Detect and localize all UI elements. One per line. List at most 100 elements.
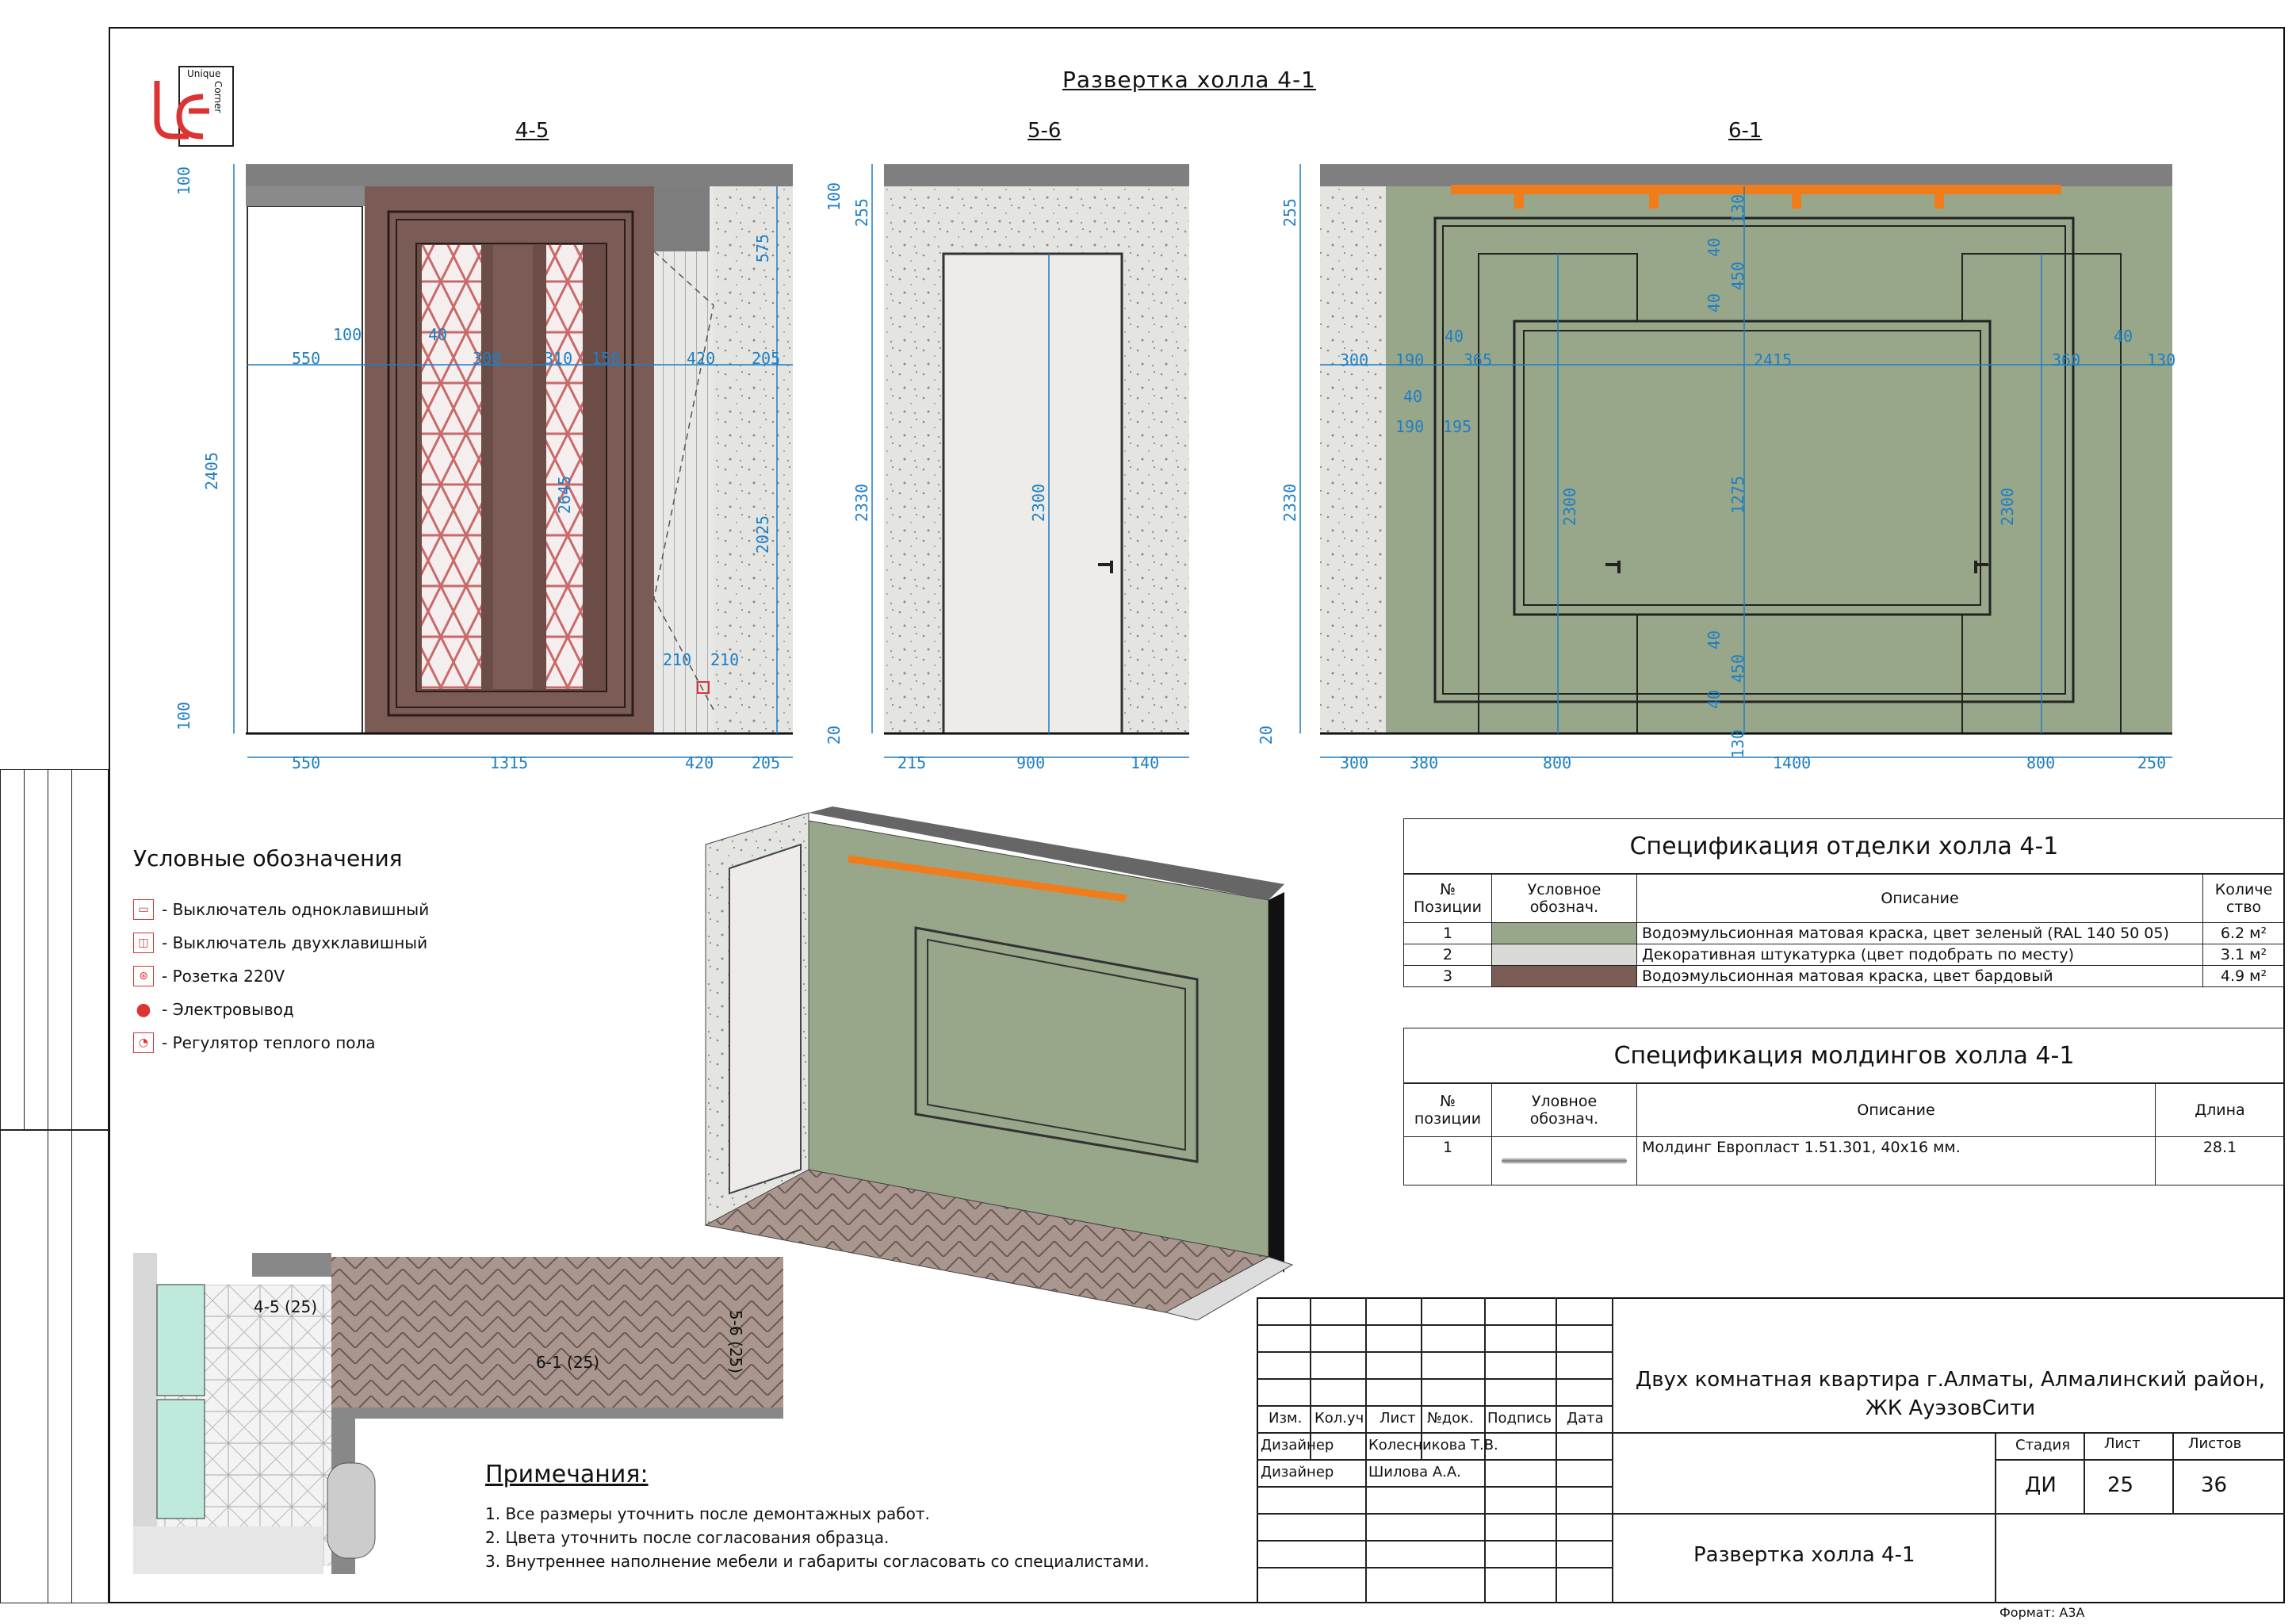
elevation-5-6 [871,164,1189,758]
tb-stage-label: Стадия [2015,1437,2071,1454]
dim-label: 255 [852,198,871,228]
molding-spec-title: Спецификация молдингов холла 4-1 [1403,1028,2285,1083]
legend-text: - Розетка 220V [162,967,285,986]
legend: ▭ - Выключатель одноклавишный ◫ - Выключ… [133,899,429,1053]
dim-label: 360 [2052,350,2081,370]
tb-sheet-label: Лист [2104,1435,2141,1452]
dim-label: 40 [1705,630,1724,650]
dim-label: 2300 [1998,488,2017,527]
drawing-title: Развертка холла 4-1 [1693,1543,1915,1567]
dim-label: 100 [825,182,844,212]
tb-role: Дизайнер [1261,1437,1334,1454]
title-block [1257,1297,2285,1603]
dim-label: 40 [2114,327,2133,346]
dim-label: 575 [753,234,772,263]
dim-label: 205 [752,349,781,368]
view-label-5-6: 5-6 [1027,119,1062,143]
elevation-6-1 [1299,164,2172,758]
dim-label: 150 [591,349,621,368]
dim-label: 2645 [555,476,574,515]
view-label-4-5: 4-5 [515,119,549,143]
color-swatch [1491,965,1637,987]
color-swatch [1491,922,1637,944]
legend-item: ◫ - Выключатель двухклавишный [133,933,429,953]
table-header: Описание [1636,874,2203,923]
dim-label: 130 [1728,730,1747,759]
tb-col-label: Дата [1567,1410,1604,1427]
socket-icon: ⊛ [133,966,154,986]
legend-text: - Электровывод [162,1000,294,1019]
dim-label: 20 [1257,726,1276,745]
table-cell: Декоративная штукатурка (цвет подобрать … [1636,944,2203,966]
table-row: 1 Молдинг Европласт 1.51.301, 40x16 мм. … [1403,1136,2285,1185]
table-cell: Водоэмульсионная матовая краска, цвет ба… [1636,965,2203,987]
dim-label: 20 [825,726,844,745]
table-cell: 1 [1403,1136,1492,1185]
dim-label: 300 [1340,350,1369,370]
view-label-6-1: 6-1 [1728,119,1762,143]
dim-label: 100 [174,702,193,731]
dim-label: 300 [473,349,502,368]
drawing-frame [109,27,2285,1603]
table-header: Количе ство [2202,874,2285,923]
logo-text-1: Unique [187,68,221,79]
table-header: Условное обознач. [1491,874,1637,923]
legend-text: - Выключатель одноклавишный [162,900,430,919]
dim-label: 450 [1728,262,1747,291]
elevation-4-5 [233,164,793,758]
company-logo: Unique Corner [147,65,235,147]
tb-name: Колесникова Т.В. [1368,1437,1498,1454]
perspective-view [704,806,1294,1320]
legend-text: - Регулятор теплого пола [162,1033,376,1052]
table-header: Описание [1636,1083,2156,1137]
dim-label: 190 [1395,350,1425,370]
dim-label: 2300 [1029,484,1048,523]
dim-label: 40 [1403,387,1423,406]
paper-format: Формат: А3А [1999,1605,2085,1620]
table-cell: 6.2 м² [2202,922,2285,944]
legend-item: ◔ - Регулятор теплого пола [133,1032,429,1053]
dim-label: 300 [1340,753,1369,772]
table-cell: 4.9 м² [2202,965,2285,987]
dim-label: 130 [2147,350,2176,370]
side-stamp-strip [0,769,109,1603]
plan-label-5-6: 5-6 (25) [726,1310,745,1374]
legend-item: ▭ - Выключатель одноклавишный [133,899,429,920]
molding-profile-icon [1491,1136,1637,1185]
legend-item: ⊛ - Розетка 220V [133,966,429,986]
legend-text: - Выключатель двухклавишный [162,933,428,952]
dim-label: 210 [663,650,692,669]
tb-stage: ДИ [2025,1473,2057,1497]
table-cell: 28.1 [2155,1136,2285,1185]
dim-label: 550 [292,349,321,368]
table-cell: 3.1 м² [2202,944,2285,966]
finish-spec-table: № Позиции Условное обознач. Описание Кол… [1403,874,2285,987]
dim-label: 450 [1728,654,1747,684]
table-cell: 2 [1403,944,1492,966]
tb-sheet: 25 [2107,1473,2134,1497]
dim-label: 380 [1410,753,1439,772]
legend-item: ● - Электровывод [133,999,429,1020]
dim-label: 800 [2026,753,2056,772]
dim-label: 2415 [1754,350,1793,370]
table-row: 3 Водоэмульсионная матовая краска, цвет … [1403,965,2285,987]
dim-label: 40 [1705,238,1724,258]
dim-label: 195 [1443,417,1472,436]
dim-label: 130 [1728,194,1747,224]
plan-label-4-5: 4-5 (25) [254,1297,318,1316]
table-cell: Молдинг Европласт 1.51.301, 40x16 мм. [1636,1136,2156,1185]
dim-label: 550 [292,753,321,772]
single-switch-icon: ▭ [133,899,154,920]
dim-label: 420 [685,753,714,772]
dim-label: 250 [2137,753,2167,772]
tb-col-label: Кол.уч [1314,1410,1364,1427]
notes-list: 1. Все размеры уточнить после демонтажны… [485,1502,1150,1573]
table-row: 2 Декоративная штукатурка (цвет подобрат… [1403,944,2285,966]
logo-text-2: Corner [212,81,224,113]
dim-label: 215 [897,753,927,772]
note-item: 2. Цвета уточнить после согласования обр… [485,1528,890,1547]
note-item: 3. Внутреннее наполнение мебели и габари… [485,1552,1150,1571]
tb-role: Дизайнер [1261,1464,1334,1480]
molding-spec-table: № позиции Уловное обознач. Описание Длин… [1403,1083,2285,1185]
dim-label: 310 [544,349,573,368]
